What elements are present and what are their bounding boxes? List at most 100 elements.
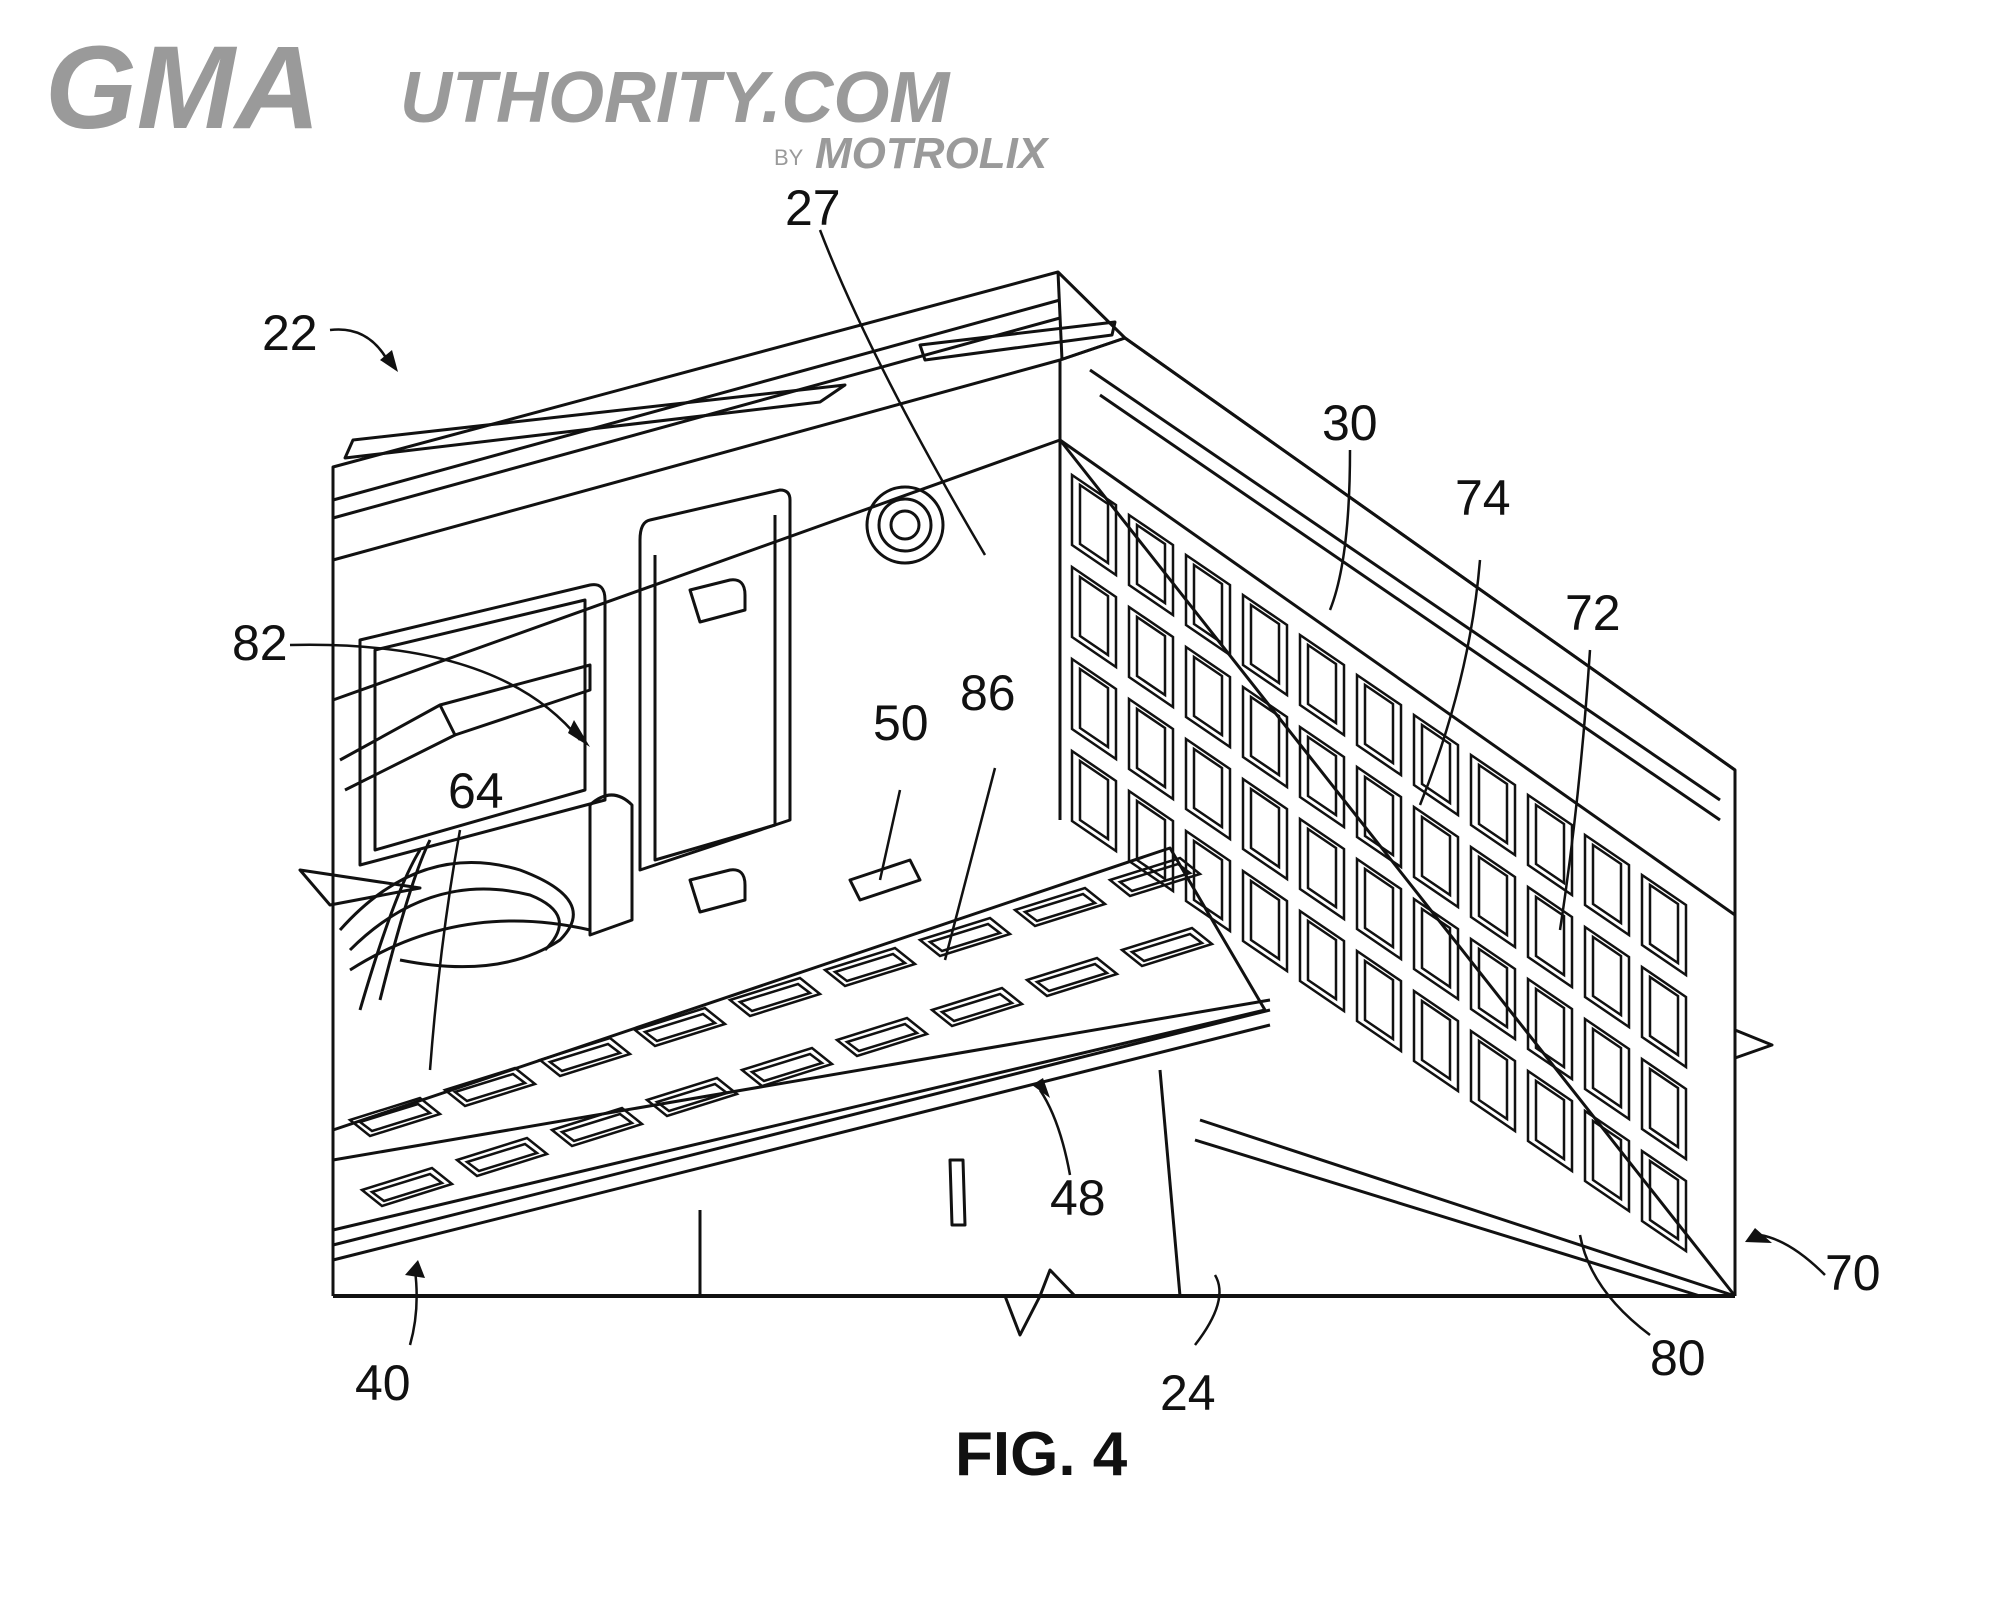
- wall-pocket: [1298, 816, 1346, 922]
- wall-pocket: [1355, 948, 1403, 1054]
- logo-brand-rest: UTHORITY.COM: [400, 58, 951, 138]
- leader-27: [818, 229, 987, 556]
- shelf-pocket: [359, 1166, 455, 1208]
- wall-pocket: [1526, 792, 1574, 898]
- ref-74: 74: [1455, 470, 1511, 526]
- wall-pocket: [1640, 1056, 1688, 1162]
- ref-86: 86: [960, 665, 1016, 721]
- wall-pocket: [1469, 844, 1517, 950]
- wall-pocket: [1412, 988, 1460, 1094]
- leader-72: [1558, 649, 1592, 931]
- logo-brand-big: GMA: [45, 22, 320, 154]
- wall-pocket: [1241, 592, 1289, 698]
- gm-authority-logo: GMA UTHORITY.COM BY MOTROLIX: [45, 22, 1050, 178]
- wall-pocket: [1184, 828, 1232, 934]
- shelf-pocket: [454, 1136, 550, 1178]
- leader-80: [1578, 1234, 1651, 1336]
- wall-pocket: [1526, 884, 1574, 990]
- wall-pocket: [1583, 924, 1631, 1030]
- ref-22: 22: [262, 305, 318, 361]
- wall-pocket: [1526, 1068, 1574, 1174]
- wall-pocket: [1298, 632, 1346, 738]
- leader-lines: [289, 229, 1826, 1346]
- shelf-pocket: [727, 976, 823, 1018]
- shelf-pocket: [549, 1106, 645, 1148]
- wall-pocket: [1127, 604, 1175, 710]
- wall-pocket: [1241, 868, 1289, 974]
- truck-bed-drawing: [298, 270, 1774, 1337]
- ref-27: 27: [785, 180, 841, 236]
- wall-pocket: [1184, 644, 1232, 750]
- wall-pocket: [1070, 656, 1118, 762]
- wall-pocket: [1469, 936, 1517, 1042]
- wall-pocket: [1412, 804, 1460, 910]
- wall-pocket: [1241, 684, 1289, 790]
- wall-pocket: [1070, 748, 1118, 854]
- wall-pocket: [1127, 788, 1175, 894]
- ref-82: 82: [232, 615, 288, 671]
- wall-pocket: [1583, 832, 1631, 938]
- ref-70: 70: [1825, 1245, 1881, 1301]
- logo-by: BY: [774, 145, 804, 170]
- ref-64: 64: [448, 763, 504, 819]
- wall-pocket: [1184, 736, 1232, 842]
- wall-pocket: [1355, 672, 1403, 778]
- leader-50: [878, 789, 902, 881]
- shelf-pocket: [632, 1006, 728, 1048]
- wall-pocket: [1469, 1028, 1517, 1134]
- shelf-pocket: [1012, 886, 1108, 928]
- leader-70: [1759, 1233, 1826, 1276]
- leader-82: [289, 643, 581, 741]
- leader-24: [1194, 1274, 1221, 1346]
- wall-pocket: [1355, 764, 1403, 870]
- wall-pocket: [1127, 512, 1175, 618]
- ref-72: 72: [1565, 585, 1621, 641]
- ref-50: 50: [873, 695, 929, 751]
- wall-pocket: [1640, 1148, 1688, 1254]
- wall-pocket: [1127, 696, 1175, 802]
- ref-40: 40: [355, 1355, 411, 1411]
- ref-30: 30: [1322, 395, 1378, 451]
- shelf-pocket: [644, 1076, 740, 1118]
- wall-pocket: [1298, 908, 1346, 1014]
- shelf-pocket: [739, 1046, 835, 1088]
- leader-48: [1038, 1089, 1072, 1176]
- shelf-grid: [347, 856, 1215, 1208]
- leader-74: [1418, 559, 1482, 806]
- wall-pocket: [1241, 776, 1289, 882]
- shelf-pocket: [442, 1066, 538, 1108]
- shelf-pocket: [1107, 856, 1203, 898]
- figure-caption: FIG. 4: [955, 1420, 1128, 1489]
- wall-pocket: [1298, 724, 1346, 830]
- wall-pocket: [1640, 964, 1688, 1070]
- leader-64: [428, 829, 462, 1071]
- logo-byline: MOTROLIX: [815, 129, 1050, 178]
- reference-numerals: 22 27 30 74 72 82 50 86 64 48 40 24 80 7…: [232, 180, 1881, 1421]
- wall-pocket: [1640, 872, 1688, 978]
- shelf-pocket: [929, 986, 1025, 1028]
- wall-pocket: [1070, 472, 1118, 578]
- wall-pocket: [1583, 1016, 1631, 1122]
- leader-40: [408, 1269, 418, 1346]
- wall-pocket: [1412, 896, 1460, 1002]
- leader-30: [1328, 449, 1352, 611]
- side-wall-grid: [1070, 472, 1688, 1254]
- shelf-pocket: [537, 1036, 633, 1078]
- wall-pocket: [1469, 752, 1517, 858]
- leader-86: [943, 767, 997, 961]
- wall-pocket: [1070, 564, 1118, 670]
- wall-pocket: [1526, 976, 1574, 1082]
- ref-48: 48: [1050, 1170, 1106, 1226]
- wall-pocket: [1583, 1108, 1631, 1214]
- ref-24: 24: [1160, 1365, 1216, 1421]
- shelf-pocket: [822, 946, 918, 988]
- shelf-pocket: [1119, 926, 1215, 968]
- wall-pocket: [1355, 856, 1403, 962]
- wall-pocket: [1184, 552, 1232, 658]
- shelf-pocket: [347, 1096, 443, 1138]
- wall-pocket: [1412, 712, 1460, 818]
- ref-80: 80: [1650, 1330, 1706, 1386]
- shelf-pocket: [1024, 956, 1120, 998]
- shelf-pocket: [834, 1016, 930, 1058]
